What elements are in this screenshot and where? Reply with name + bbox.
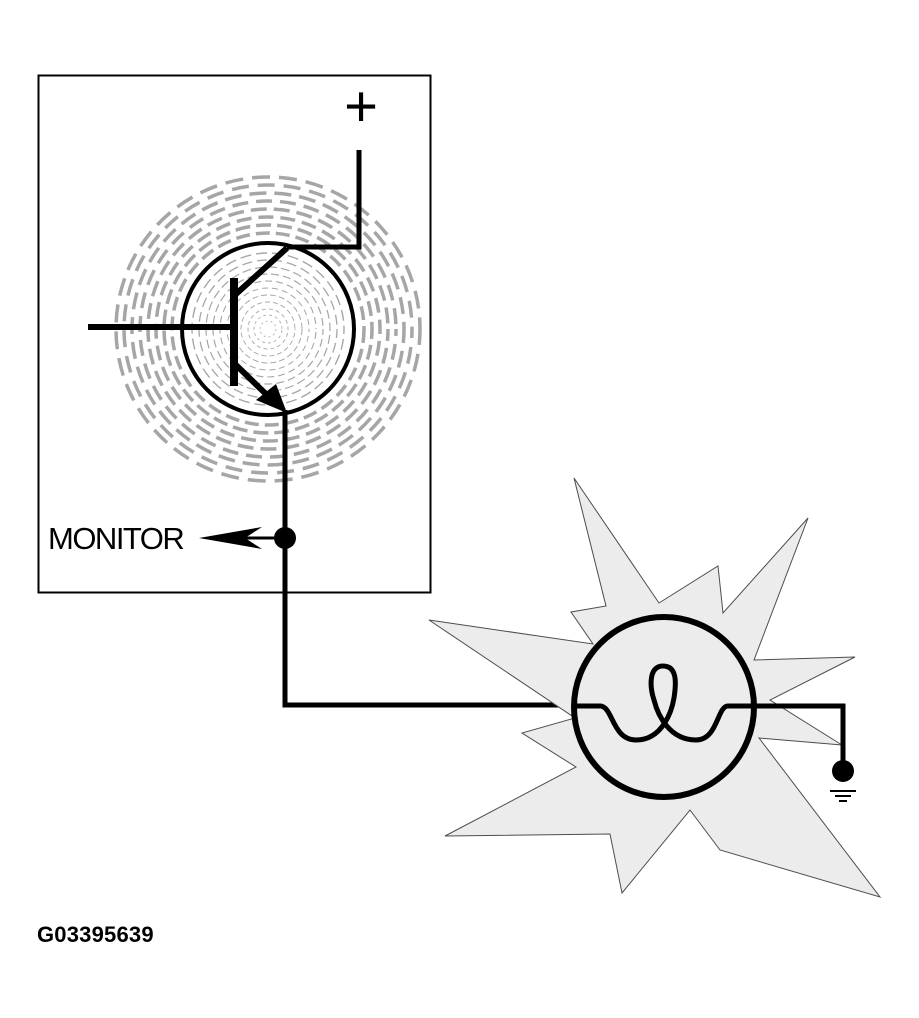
ground-wire bbox=[753, 703, 846, 770]
collector-lead bbox=[233, 245, 290, 297]
ground-icon bbox=[830, 760, 856, 802]
monitor-node bbox=[274, 527, 296, 549]
supply-label: + bbox=[344, 74, 378, 139]
emitter-arrow bbox=[256, 384, 287, 413]
output-wire bbox=[282, 410, 575, 708]
lamp-burst bbox=[428, 477, 882, 898]
npn-transistor-icon bbox=[88, 241, 356, 417]
ground-node bbox=[832, 760, 854, 782]
monitor-label: MONITOR bbox=[48, 521, 183, 556]
emitter-lead bbox=[233, 362, 273, 401]
glow-ring bbox=[259, 320, 277, 338]
glow-ring bbox=[162, 223, 374, 435]
lamp-filament bbox=[575, 663, 755, 743]
supply-wire bbox=[287, 150, 362, 250]
glow-ring bbox=[114, 175, 422, 483]
figure-code: G03395639 bbox=[37, 922, 154, 947]
glow-ring bbox=[226, 287, 310, 371]
glow-ring bbox=[247, 308, 289, 350]
glow-ring bbox=[253, 314, 283, 344]
glow-ring bbox=[240, 301, 296, 357]
module-box bbox=[37, 74, 432, 594]
glow-ring bbox=[233, 294, 303, 364]
glow-ring bbox=[122, 183, 414, 475]
arrow-left-icon bbox=[199, 527, 262, 549]
